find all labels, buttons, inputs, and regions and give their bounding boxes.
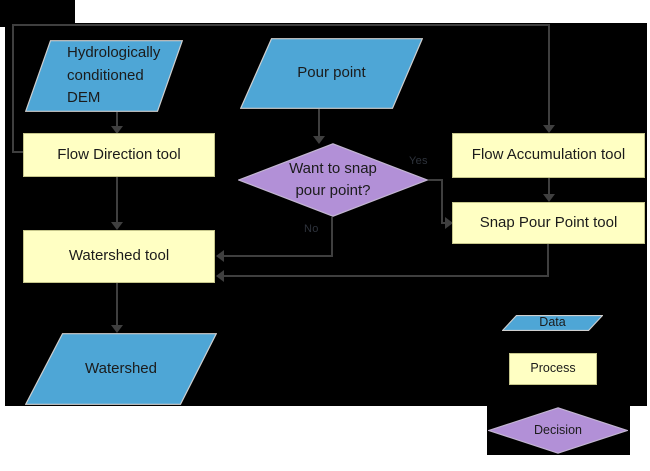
node-flow-direction: Flow Direction tool <box>23 133 215 177</box>
edge-decision-no-seg2 <box>222 255 333 257</box>
edge-flowdir-to-flowaccum-arrowhead <box>543 125 555 133</box>
edge-flowdir-to-watershedtool <box>116 177 118 223</box>
edge-snap-to-watershedtool-arrowhead <box>216 270 224 282</box>
edge-decision-yes-seg1 <box>428 179 443 181</box>
pour-point-parallelogram <box>240 38 423 109</box>
edge-decision-no-seg1 <box>331 217 333 257</box>
node-flow-accumulation-label: Flow Accumulation tool <box>471 146 626 164</box>
edge-decision-no-arrowhead <box>216 250 224 262</box>
legend-item-data: Data <box>502 315 603 331</box>
edge-flowdir-to-flowaccum-seg3 <box>12 24 550 26</box>
node-snap-decision: Want to snap pour point? <box>238 143 428 217</box>
legend-item-decision: Decision <box>488 407 628 454</box>
node-pour-point: Pour point <box>240 38 423 109</box>
node-dem: Hydrologically conditioned DEM <box>25 40 183 112</box>
legend-process-label: Process <box>530 361 576 376</box>
edge-label-no: No <box>304 223 319 235</box>
edge-dem-to-flowdir <box>116 112 118 127</box>
edge-pourpoint-to-decision <box>318 109 320 137</box>
edge-watershedtool-to-watershed <box>116 283 118 326</box>
edge-watershedtool-to-watershed-arrowhead <box>111 325 123 333</box>
dem-parallelogram-outline <box>25 40 183 112</box>
edge-flowdir-to-flowaccum-seg4 <box>548 24 550 126</box>
watershed-parallelogram-outline <box>25 333 217 405</box>
legend-decision-diamond <box>488 407 628 454</box>
legend-decision-diamond-outline <box>488 407 628 454</box>
dem-parallelogram <box>25 40 183 112</box>
watershed-parallelogram <box>25 333 217 405</box>
node-flow-direction-label: Flow Direction tool <box>57 145 181 163</box>
edge-pourpoint-to-decision-arrowhead <box>313 136 325 144</box>
legend-item-process: Process <box>509 353 597 385</box>
edge-flowaccum-to-snap-arrowhead <box>543 194 555 202</box>
edge-decision-yes-seg2 <box>441 179 443 224</box>
edge-flowaccum-to-snap <box>548 178 550 196</box>
edge-flowdir-to-flowaccum-seg1 <box>12 151 24 153</box>
node-watershed-tool: Watershed tool <box>23 230 215 283</box>
decision-diamond-outline <box>238 143 428 217</box>
node-watershed-output: Watershed <box>25 333 217 405</box>
legend-data-parallelogram-outline <box>502 315 603 331</box>
edge-snap-to-watershedtool-seg1 <box>547 244 549 277</box>
top-left-black-band <box>0 0 75 27</box>
pour-point-parallelogram-outline <box>240 38 423 109</box>
edge-flowdir-to-flowaccum-seg2 <box>12 24 14 153</box>
edge-decision-yes-arrowhead <box>445 217 453 229</box>
edge-snap-to-watershedtool-seg2 <box>222 275 549 277</box>
decision-diamond <box>238 143 428 217</box>
node-watershed-tool-label: Watershed tool <box>68 247 170 265</box>
node-snap-pour-point-label: Snap Pour Point tool <box>479 213 618 231</box>
edge-dem-to-flowdir-arrowhead <box>111 126 123 134</box>
edge-label-yes: Yes <box>409 155 428 167</box>
edge-decision-yes-seg3 <box>441 222 447 224</box>
legend-data-parallelogram <box>502 315 603 331</box>
node-flow-accumulation: Flow Accumulation tool <box>452 133 645 178</box>
edge-flowdir-to-watershedtool-arrowhead <box>111 222 123 230</box>
node-snap-pour-point: Snap Pour Point tool <box>452 202 645 244</box>
